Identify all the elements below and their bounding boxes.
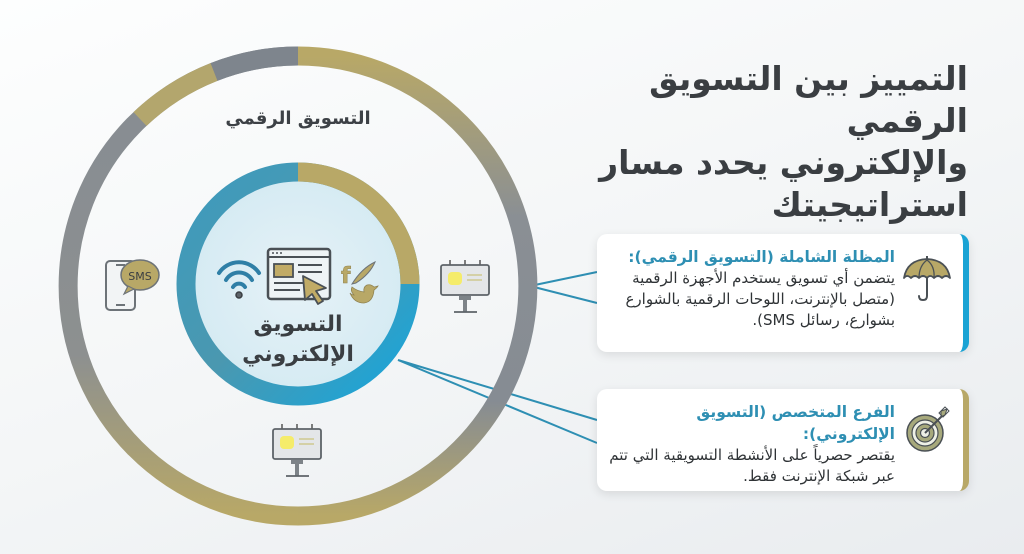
target-icon — [906, 406, 950, 452]
title-line-3: استراتيجيتك — [771, 185, 968, 224]
billboard-icon — [440, 260, 490, 313]
title-line-1: التمييز بين التسويق الرقمي — [649, 59, 968, 140]
facebook-icon: f — [341, 264, 352, 290]
inner-ring-label-line-1: التسويق — [253, 312, 343, 337]
twitter-icon — [349, 284, 379, 304]
digital-marketing-text: يتضمن أي تسويق يستخدم الأجهزة الرقمية (م… — [625, 269, 895, 329]
svg-text:f: f — [341, 264, 351, 289]
page-title: التمييز بين التسويق الرقمي والإلكتروني ي… — [528, 58, 968, 226]
feather-icon — [350, 261, 376, 285]
web-browser-cursor-icon — [266, 247, 332, 305]
digital-marketing-card: المظلة الشاملة (التسويق الرقمي): يتضمن أ… — [597, 234, 969, 352]
inner-ring-label-line-2: الإلكتروني — [242, 342, 354, 367]
umbrella-icon — [903, 256, 951, 302]
electronic-marketing-card: الفرع المتخصص (التسويق الإلكتروني): يقتص… — [597, 389, 969, 491]
svg-text:SMS: SMS — [128, 270, 151, 283]
billboard-icon — [272, 424, 322, 477]
title-line-2: والإلكتروني يحدد مسار — [599, 143, 968, 182]
wifi-icon — [217, 260, 261, 299]
electronic-marketing-text: يقتصر حصرياً على الأنشطة التسويقية التي … — [609, 446, 895, 485]
inner-ring-label: التسويق الإلكتروني — [228, 310, 368, 370]
sms-phone-icon: SMS — [105, 259, 160, 311]
outer-ring-digital-marketing — [58, 46, 538, 526]
electronic-marketing-heading: الفرع المتخصص (التسويق الإلكتروني): — [696, 403, 895, 443]
digital-marketing-heading: المظلة الشاملة (التسويق الرقمي): — [628, 248, 895, 266]
outer-ring-label: التسويق الرقمي — [225, 108, 371, 129]
